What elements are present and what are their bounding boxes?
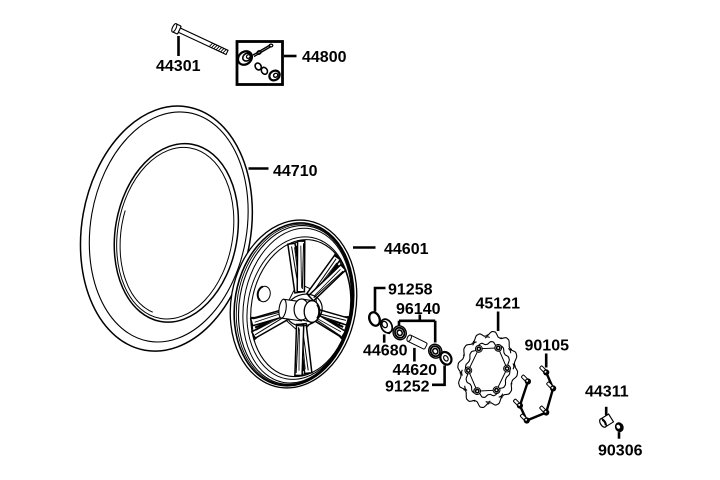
svg-text:44601: 44601 bbox=[384, 241, 429, 258]
svg-text:45121: 45121 bbox=[476, 296, 521, 313]
svg-text:96140: 96140 bbox=[396, 301, 441, 318]
svg-text:44311: 44311 bbox=[585, 384, 629, 401]
svg-text:90306: 90306 bbox=[598, 443, 643, 460]
svg-text:44710: 44710 bbox=[273, 163, 318, 180]
svg-text:44301: 44301 bbox=[156, 58, 201, 75]
svg-text:44620: 44620 bbox=[393, 362, 438, 379]
svg-text:44680: 44680 bbox=[363, 343, 408, 360]
svg-text:91258: 91258 bbox=[388, 282, 433, 299]
svg-text:90105: 90105 bbox=[525, 338, 570, 355]
svg-text:91252: 91252 bbox=[385, 379, 430, 396]
svg-text:44800: 44800 bbox=[302, 49, 347, 66]
